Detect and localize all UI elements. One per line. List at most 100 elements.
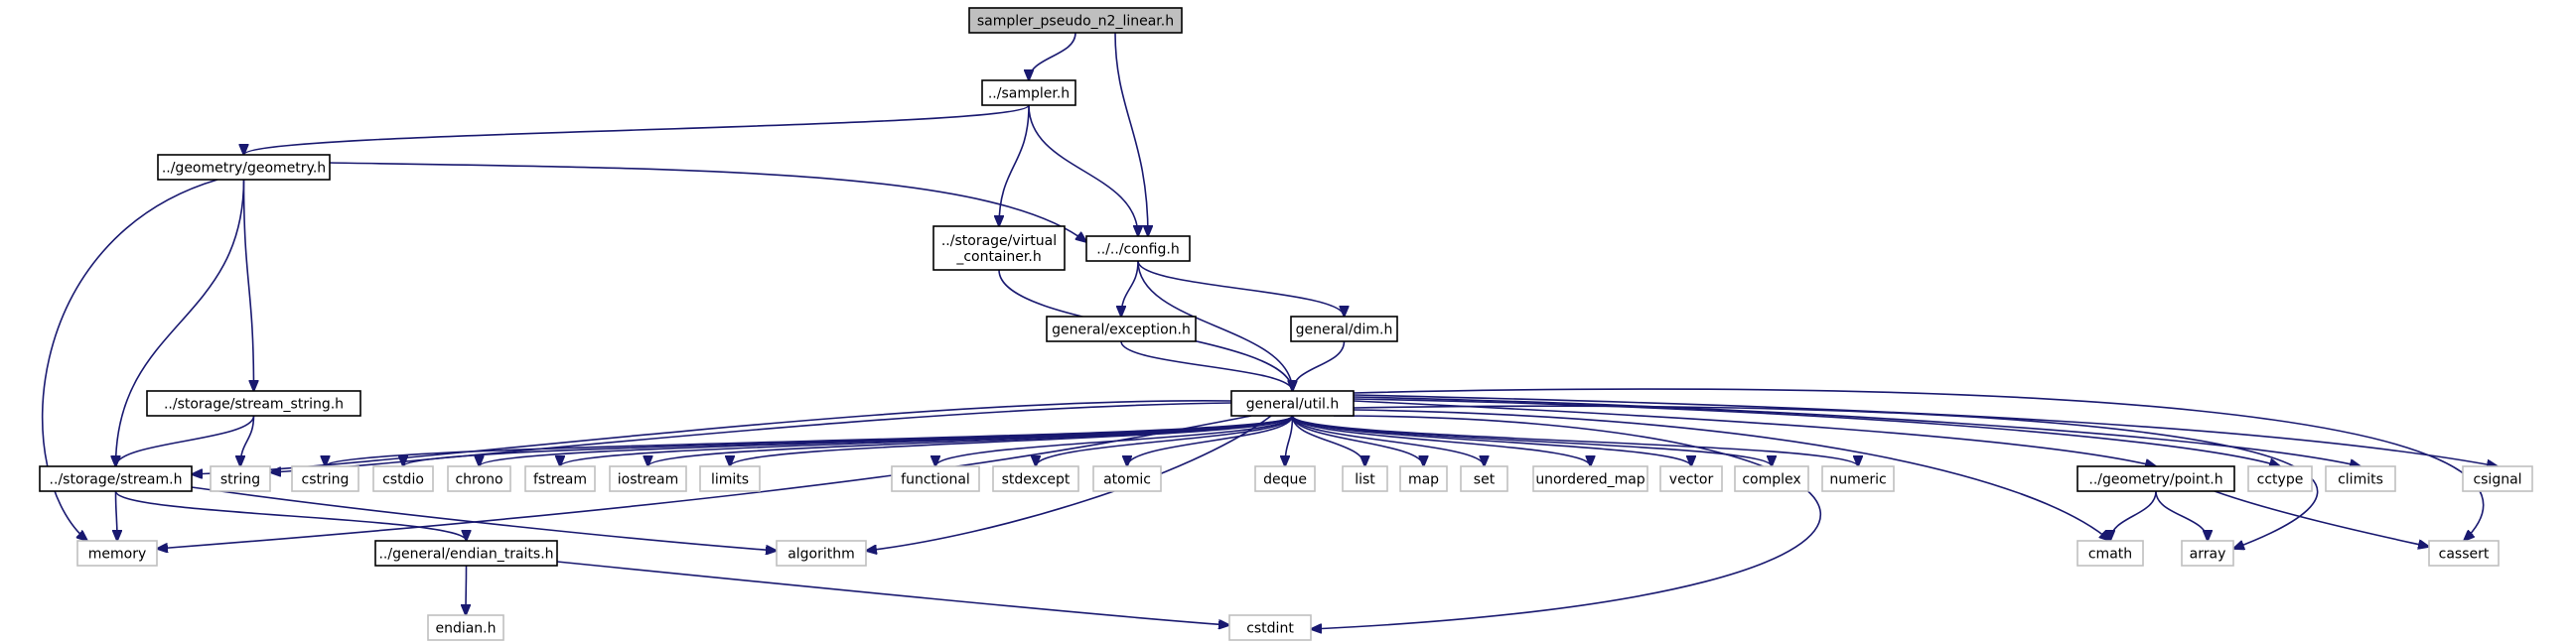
node-config[interactable]: ../../config.h — [1085, 235, 1191, 262]
node-box — [1532, 465, 1648, 492]
node-label: general/util.h — [1246, 397, 1339, 413]
node-label: iostream — [618, 472, 679, 488]
node-label: set — [1474, 472, 1496, 488]
node-box — [157, 154, 331, 181]
node-stream[interactable]: ../storage/stream.h — [39, 465, 193, 492]
node-box — [1290, 316, 1398, 342]
edge-util-to-cstdint — [1311, 415, 1821, 629]
node-map: map — [1399, 465, 1448, 492]
edge-dim-to-util — [1293, 340, 1346, 391]
node-box — [1460, 465, 1508, 492]
node-label: atomic — [1103, 472, 1151, 488]
node-box — [2247, 465, 2313, 492]
node-label: ../storage/virtual — [941, 233, 1057, 249]
node-cctype: cctype — [2247, 465, 2313, 492]
edge-config-to-dim — [1137, 260, 1345, 317]
node-fstream: fstream — [524, 465, 596, 492]
node-vector: vector — [1659, 465, 1723, 492]
edge-util-to-climits — [1353, 396, 2361, 466]
node-label: deque — [1263, 472, 1307, 488]
edge-endian_traits-to-cstdint — [556, 561, 1229, 625]
node-box — [932, 225, 1066, 271]
node-box — [1092, 465, 1162, 492]
edge-util-to-algorithm — [866, 415, 1272, 551]
node-endian-traits[interactable]: ../general/endian_traits.h — [374, 540, 558, 567]
node-label: ../storage/stream_string.h — [164, 397, 344, 413]
node-label: csignal — [2473, 472, 2521, 488]
node-box — [2462, 465, 2533, 492]
node-label: stdexcept — [1002, 472, 1071, 488]
node-box — [992, 465, 1079, 492]
edge-stream-to-endian_traits — [114, 490, 467, 541]
node-box — [1821, 465, 1895, 492]
node-point[interactable]: ../geometry/point.h — [2076, 465, 2235, 492]
node-label: general/dim.h — [1296, 322, 1393, 338]
edge-util-to-deque — [1285, 415, 1294, 466]
node-box — [1046, 316, 1197, 342]
edge-util-to-vector — [1291, 415, 1692, 466]
node-sampler[interactable]: ../sampler.h — [981, 79, 1076, 106]
node-box — [1659, 465, 1723, 492]
node-cstring: cstring — [291, 465, 359, 492]
node-cstdio: cstdio — [372, 465, 434, 492]
edge-util-to-point — [1353, 400, 2156, 466]
node-geometry[interactable]: ../geometry/geometry.h — [157, 154, 331, 181]
edge-root-to-config — [1114, 32, 1148, 236]
edge-geometry-to-stream_string — [242, 179, 254, 391]
edge-util-to-atomic — [1127, 415, 1294, 466]
node-box — [1085, 235, 1191, 262]
edge-util-to-cctype — [1353, 398, 2280, 466]
edge-stream-to-memory — [116, 490, 118, 541]
node-label: unordered_map — [1535, 472, 1645, 488]
node-box — [427, 614, 504, 641]
node-dim[interactable]: general/dim.h — [1290, 316, 1398, 342]
node-stdexcept: stdexcept — [992, 465, 1079, 492]
edge-util-to-stdexcept — [1036, 415, 1294, 466]
node-label: functional — [901, 472, 970, 488]
node-box — [146, 390, 361, 417]
node-label: ../storage/stream.h — [50, 472, 183, 488]
node-cassert: cassert — [2428, 540, 2500, 567]
node-box — [1228, 614, 1312, 641]
edge-util-to-array — [1353, 405, 2319, 549]
edge-sampler-to-virtual_container — [999, 104, 1030, 226]
node-root: sampler_pseudo_n2_linear.h — [968, 7, 1183, 34]
edge-exception-to-util — [1120, 340, 1293, 391]
node-complex: complex — [1734, 465, 1809, 492]
node-box — [891, 465, 980, 492]
node-string: string — [210, 465, 271, 492]
node-label: _container.h — [955, 249, 1041, 265]
edge-sampler-to-geometry — [244, 104, 1030, 155]
edge-endian_traits-to-endian_h — [466, 565, 467, 615]
node-label: ../sampler.h — [988, 86, 1070, 102]
edge-stream_string-to-string — [240, 415, 255, 466]
node-box — [968, 7, 1183, 34]
edge-point-to-cmath — [2110, 490, 2157, 541]
edge-stream-to-algorithm — [191, 486, 777, 551]
node-stream-string[interactable]: ../storage/stream_string.h — [146, 390, 361, 417]
node-exception[interactable]: general/exception.h — [1046, 316, 1197, 342]
node-label: map — [1408, 472, 1439, 488]
node-virtual-container[interactable]: ../storage/virtual_container.h — [932, 225, 1066, 271]
node-box — [2076, 465, 2235, 492]
edge-util-to-set — [1291, 415, 1485, 466]
edges-layer — [41, 32, 2498, 629]
node-cmath: cmath — [2076, 540, 2144, 567]
node-algorithm: algorithm — [776, 540, 867, 567]
node-util[interactable]: general/util.h — [1230, 390, 1355, 417]
node-box — [981, 79, 1076, 106]
edge-util-to-unordered_map — [1291, 415, 1591, 466]
node-label: string — [220, 472, 260, 488]
edge-util-to-numeric — [1291, 415, 1859, 466]
node-label: chrono — [455, 472, 502, 488]
node-box — [524, 465, 596, 492]
nodes-layer: sampler_pseudo_n2_linear.h ../sampler.h..… — [39, 7, 2533, 641]
node-label: complex — [1742, 472, 1800, 488]
edge-util-to-list — [1291, 415, 1365, 466]
edge-config-to-util — [1137, 260, 1293, 391]
node-label: fstream — [533, 472, 587, 488]
node-label: vector — [1669, 472, 1714, 488]
node-label: ../geometry/geometry.h — [162, 161, 326, 177]
node-cstdint: cstdint — [1228, 614, 1312, 641]
node-list: list — [1342, 465, 1388, 492]
